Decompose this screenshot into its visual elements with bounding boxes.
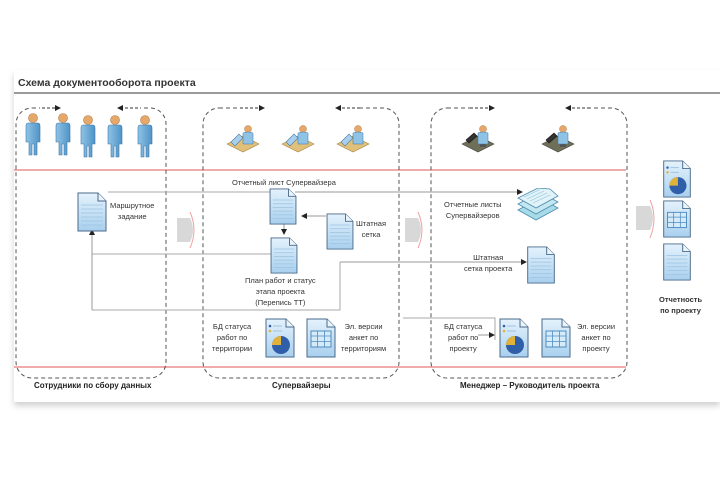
- el-versions-project-label: Эл. версии анкет по проекту: [577, 322, 616, 353]
- db-status-project-icon: [499, 318, 529, 358]
- db-status-project-label: БД статуса работ по проекту: [444, 322, 483, 353]
- collectors-group: [25, 113, 153, 158]
- project-staff-grid-document-icon: [527, 246, 555, 284]
- connector: [403, 317, 496, 340]
- lane-label-manager: Менеджер – Руководитель проекта: [460, 381, 600, 390]
- person-icon: [80, 115, 96, 158]
- work-plan-document-icon: [270, 237, 298, 274]
- supervisor-report-document-icon: [269, 188, 297, 225]
- diagram-card: [14, 70, 720, 402]
- workstation-user-icon: [226, 125, 260, 153]
- db-status-territory-label: БД статуса работ по территории: [212, 322, 253, 353]
- workstation-user-icon: [336, 125, 370, 153]
- el-versions-project-icon: [541, 318, 571, 358]
- lane-label-supervisors: Супервайзеры: [272, 381, 331, 390]
- lane-box-supervisors: [202, 107, 400, 379]
- route-task-label: Маршрутное задание: [110, 201, 155, 221]
- route-task-document-icon: [77, 192, 107, 232]
- transition-arrow: [405, 211, 423, 249]
- person-icon: [25, 113, 41, 156]
- db-status-territory-icon: [265, 318, 295, 358]
- staff-grid-document-icon: [326, 213, 354, 250]
- workstation-user-icon: [281, 125, 315, 153]
- project-reporting-label: Отчетность по проекту: [659, 295, 703, 315]
- connector: [92, 262, 341, 311]
- supervisors-group: [226, 125, 370, 153]
- person-icon: [55, 113, 71, 156]
- reporting-table-document-icon: [663, 200, 691, 238]
- transition-arrow: [636, 199, 655, 239]
- supervisor-report-label: Отчетный лист Супервайзера: [232, 178, 336, 187]
- diagram-title: Схема документооборота проекта: [18, 77, 196, 89]
- lane-box-manager: [430, 107, 628, 379]
- computer-user-icon: [541, 125, 575, 153]
- el-versions-territory-icon: [306, 318, 336, 358]
- supervisor-reports-label: Отчетные листы Супервайзеров: [444, 200, 502, 220]
- person-icon: [137, 115, 153, 158]
- manager-group: [461, 125, 575, 153]
- el-versions-territory-label: Эл. версии анкет по территориям: [341, 322, 387, 353]
- lane-label-collectors: Сотрудники по сбору данных: [34, 381, 152, 390]
- title-divider: [14, 92, 720, 94]
- reporting-text-document-icon: [663, 243, 691, 281]
- staff-grid-label: Штатная сетка: [356, 219, 387, 239]
- person-icon: [107, 115, 123, 158]
- transition-arrow: [177, 211, 195, 249]
- supervisor-reports-stack-icon: [517, 188, 559, 221]
- computer-user-icon: [461, 125, 495, 153]
- reporting-pie-document-icon: [663, 160, 691, 198]
- work-plan-label: План работ и статус этапа проекта (Переп…: [245, 276, 316, 307]
- project-staff-grid-label: Штатная сетка проекта: [464, 253, 513, 273]
